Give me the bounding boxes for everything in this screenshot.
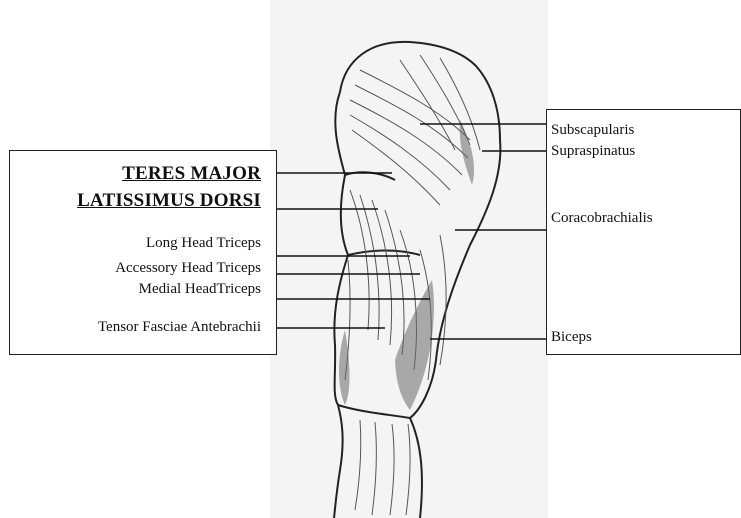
- leader-lines: [0, 0, 741, 518]
- anatomy-diagram: TERES MAJOR LATISSIMUS DORSI Long Head T…: [0, 0, 741, 518]
